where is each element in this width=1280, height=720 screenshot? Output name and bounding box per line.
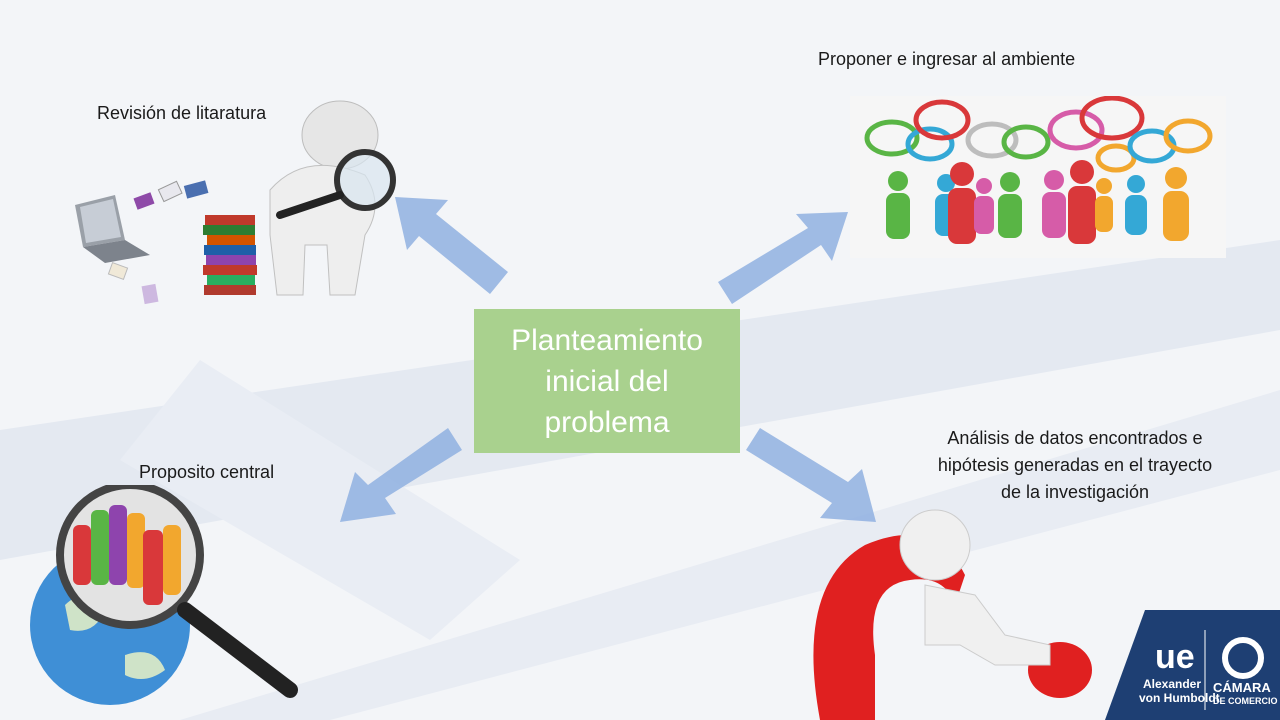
arrow-to-top-right (718, 212, 848, 304)
globe-magnifier-illustration (30, 485, 298, 705)
center-concept-box: Planteamiento inicial del problema (474, 309, 740, 453)
logo-ue-text: ue (1155, 638, 1195, 676)
institution-logo: ue Alexander von Humboldt CÁMARA DE COME… (1105, 610, 1280, 720)
label-top-right: Proponer e ingresar al ambiente (818, 49, 1076, 69)
literature-review-illustration (75, 100, 396, 305)
label-top-left: Revisión de litaratura (97, 103, 267, 123)
arrow-to-bottom-right (746, 428, 876, 522)
label-bottom-left: Proposito central (139, 462, 275, 482)
question-mark-illustration (813, 509, 1092, 720)
center-concept-label: Planteamiento inicial del problema (511, 323, 703, 439)
arrow-to-top-left (395, 197, 508, 294)
logo-chamber-line2: DE COMERCIO (1213, 696, 1278, 706)
label-bottom-right: Análisis de datos encontrados e hipótesi… (937, 428, 1213, 502)
people-speech-bubbles-illustration (850, 96, 1226, 258)
logo-name-line1: Alexander (1143, 677, 1201, 691)
logo-name-line2: von Humboldt (1139, 691, 1220, 705)
arrow-to-bottom-left (340, 428, 462, 522)
logo-chamber-line1: CÁMARA (1213, 680, 1271, 695)
